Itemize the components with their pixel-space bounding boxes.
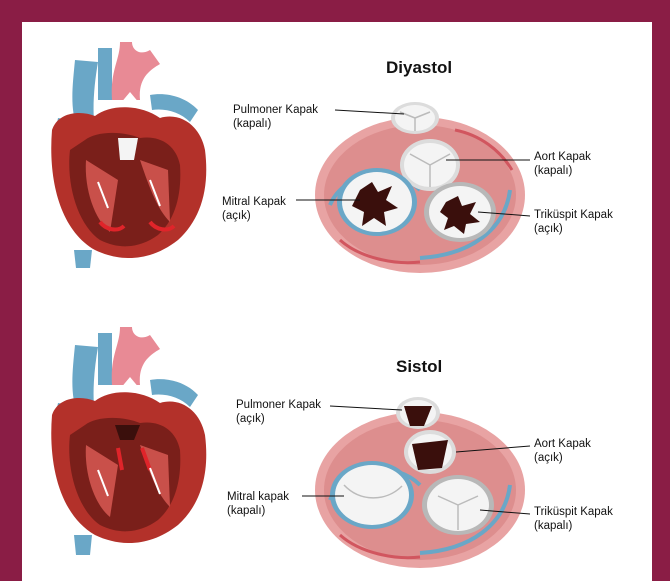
systole-mitral-name: Mitral kapak [227, 490, 289, 504]
systole-aortic-label: Aort Kapak (açık) [534, 437, 591, 465]
diastole-mitral-name: Mitral Kapak [222, 195, 286, 209]
systole-aortic-name: Aort Kapak [534, 437, 591, 451]
diastole-aortic-name: Aort Kapak [534, 150, 591, 164]
diastole-tricuspid-label: Triküspit Kapak (açık) [534, 208, 613, 236]
systole-aortic-state: (açık) [534, 451, 591, 465]
diastole-title: Diyastol [386, 58, 452, 78]
valve-ring-systole [315, 397, 525, 568]
heart-illustration-diastole [51, 42, 206, 268]
systole-mitral-label: Mitral kapak (kapalı) [227, 490, 289, 518]
diastole-tricuspid-state: (açık) [534, 222, 613, 236]
diastole-pulmonary-state: (kapalı) [233, 117, 318, 131]
heart-illustration-systole [51, 327, 206, 555]
systole-tricuspid-label: Triküspit Kapak (kapalı) [534, 505, 613, 533]
diastole-aortic-state: (kapalı) [534, 164, 591, 178]
systole-tricuspid-name: Triküspit Kapak [534, 505, 613, 519]
systole-pulmonary-label: Pulmoner Kapak (açık) [236, 398, 321, 426]
systole-pulmonary-state: (açık) [236, 412, 321, 426]
diastole-pulmonary-name: Pulmoner Kapak [233, 103, 318, 117]
diastole-pulmonary-label: Pulmoner Kapak (kapalı) [233, 103, 318, 131]
systole-title: Sistol [396, 357, 442, 377]
systole-mitral-state: (kapalı) [227, 504, 289, 518]
diastole-mitral-state: (açık) [222, 209, 286, 223]
systole-pulmonary-name: Pulmoner Kapak [236, 398, 321, 412]
valve-ring-diastole [315, 102, 525, 273]
diastole-aortic-label: Aort Kapak (kapalı) [534, 150, 591, 178]
diastole-mitral-label: Mitral Kapak (açık) [222, 195, 286, 223]
systole-tricuspid-state: (kapalı) [534, 519, 613, 533]
diastole-tricuspid-name: Triküspit Kapak [534, 208, 613, 222]
